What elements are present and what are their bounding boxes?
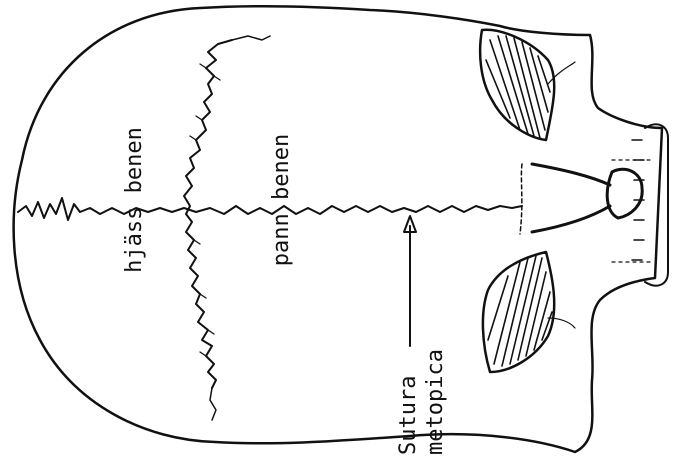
frontal-label: pann benen	[269, 134, 294, 266]
orbit-lower-hatching	[488, 256, 552, 366]
skull-outline	[14, 6, 662, 452]
nasal-aperture	[607, 169, 642, 218]
nasal-funnel-lower	[532, 206, 610, 232]
suture-label-line2: metopica	[423, 349, 448, 455]
nasal-dashed-left	[520, 164, 522, 234]
coronal-bottom-mark	[210, 388, 216, 420]
suture-label-line1: Sutura	[396, 376, 421, 455]
coronal-top-mark	[232, 36, 270, 40]
nasal-funnel-upper	[532, 164, 610, 185]
parietal-label: hjäss benen	[122, 127, 147, 273]
